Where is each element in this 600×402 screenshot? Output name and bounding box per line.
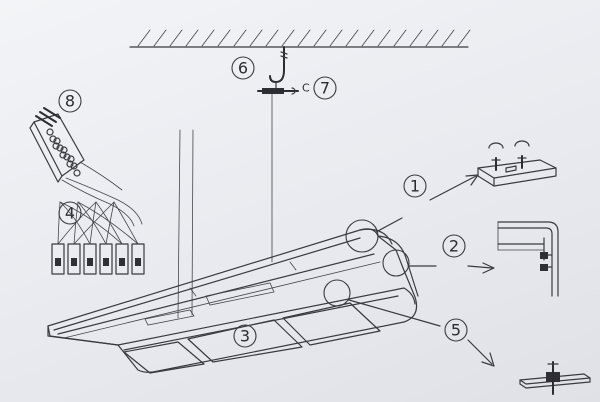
connector-screw [87,258,93,266]
detail-5-view [519,361,591,395]
fan-wire [59,201,123,245]
ceiling-hatch-mark [217,29,231,47]
ceiling-hatch-mark [377,29,391,47]
ceiling-hatch-mark [137,29,151,47]
ceiling-hatch-mark [329,29,343,47]
callout-badge-1 [403,174,427,198]
callout-badge-2 [442,234,466,258]
detail-1-view [477,140,557,187]
connector-body [83,243,97,275]
connector-body [115,243,129,275]
wire-connector [115,243,129,275]
ceiling-hatch-mark [393,29,407,47]
terminal-screw [56,144,64,152]
callout-number-2: 2 [449,237,459,256]
terminal-screw [53,137,61,145]
wire-connector [131,243,145,275]
wire-connector [83,243,97,275]
callout-badge-8 [58,89,82,113]
connector-body [131,243,145,275]
fan-wire [77,201,139,245]
ceiling-hatch-mark [249,29,263,47]
callout-number-5: 5 [451,321,461,340]
terminal-screw [52,142,60,150]
ceiling-hatch-mark [409,29,423,47]
connector-screw [71,258,77,266]
fan-wire [113,201,139,245]
ceiling [129,29,471,48]
detail-2-view [497,221,559,297]
connector-body [51,243,65,275]
detail-circle-2 [382,249,410,277]
callout-badge-7 [313,76,337,100]
ceiling-hatch-mark [457,29,471,47]
ceiling-hatch-mark [345,29,359,47]
ceiling-hatch-mark [441,29,455,47]
terminal-screw [60,146,68,154]
ceiling-hatch-mark [313,29,327,47]
connector-row [51,243,145,275]
fan-wire [57,201,97,245]
wiring-bundle [57,161,143,245]
suspension-wires [177,93,273,319]
clamp-letter-label: C [302,82,310,95]
callout-number-8: 8 [65,92,75,111]
detail-circle-1 [345,219,379,253]
terminal-screw [67,155,75,163]
ceiling-hatch-mark [153,29,167,47]
callout-badge-3 [233,324,257,348]
callout-number-7: 7 [320,79,330,98]
connector-screw [103,258,109,266]
callout-number-6: 6 [238,59,248,78]
terminal-block [29,107,85,183]
connector-screw [119,258,125,266]
ceiling-hatch-mark [281,29,295,47]
callout-number-1: 1 [410,177,420,196]
detail-circle-5 [323,279,351,307]
ceiling-hook [269,46,288,93]
callout-number-3: 3 [240,327,250,346]
ceiling-hatch-mark [361,29,375,47]
connector-body [67,243,81,275]
fan-wire [89,201,97,245]
terminal-screw [73,169,81,177]
fan-wire [57,201,61,245]
terminal-screw [70,162,78,170]
light-fixture [47,228,419,374]
terminal-screw [46,128,54,136]
wire-connector [51,243,65,275]
wire-connector [67,243,81,275]
ceiling-hatch-mark [169,29,183,47]
terminal-screw [49,135,57,143]
callout-arrows [348,174,495,367]
ceiling-hatch-mark [265,29,279,47]
connector-body [99,243,113,275]
wire-connector [99,243,113,275]
ceiling-hatch-mark [201,29,215,47]
fan-wire [77,201,107,245]
wire-clamp [257,87,299,95]
callout-badge-5 [444,318,468,342]
callout-badge-6 [231,56,255,80]
ceiling-hatch-mark [297,29,311,47]
connector-screw [135,258,141,266]
terminal-screw [66,160,74,168]
terminal-screw [63,153,71,161]
ceiling-hatch-mark [233,29,247,47]
fan-wire [59,201,91,245]
fan-wire [73,201,115,245]
terminal-screw [59,151,67,159]
ceiling-hatch-mark [185,29,199,47]
connector-screw [55,258,61,266]
ceiling-hatch-mark [425,29,439,47]
